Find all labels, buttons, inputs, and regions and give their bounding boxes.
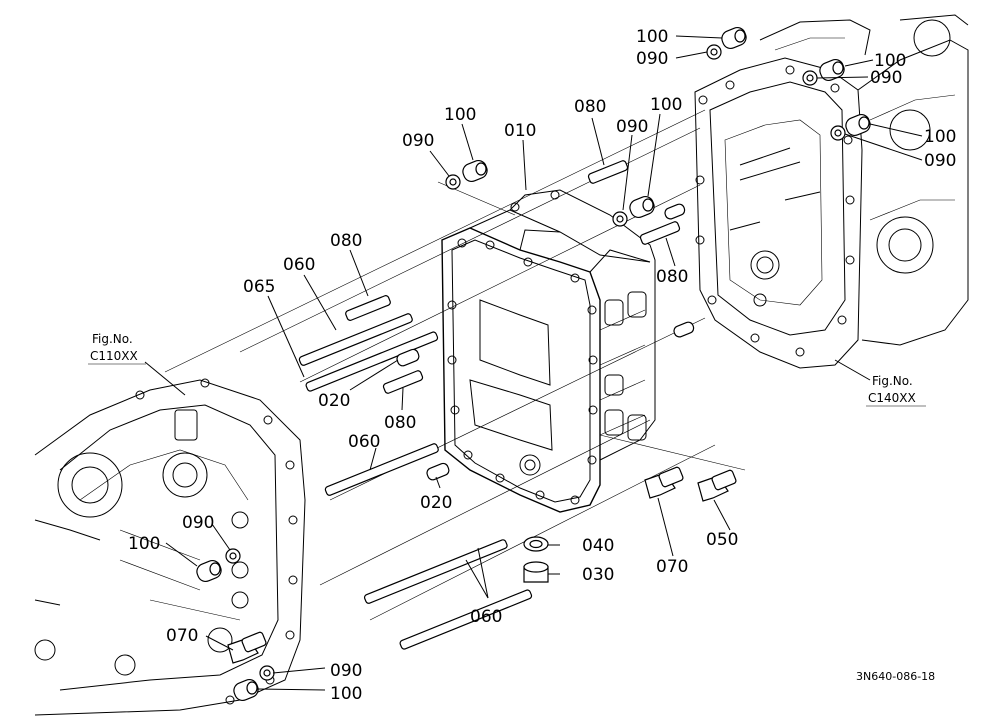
part-label-090: 090 <box>870 68 902 88</box>
part-label-060: 060 <box>470 607 502 627</box>
figure-ref-left: Fig.No. C110XX <box>88 332 146 365</box>
part-label-090: 090 <box>636 49 668 69</box>
sleeve-group <box>196 26 871 702</box>
figure-ref-right-line2: C140XX <box>868 391 916 405</box>
figure-ref-left-line1: Fig.No. <box>92 332 133 346</box>
figure-ref-right: Fig.No. C140XX <box>866 374 926 407</box>
part-label-080: 080 <box>574 97 606 117</box>
part-label-090: 090 <box>330 661 362 681</box>
part-label-030: 030 <box>582 565 614 585</box>
part-label-100: 100 <box>924 127 956 147</box>
part-label-020: 020 <box>318 391 350 411</box>
front-housing-drawing <box>34 378 306 716</box>
part-label-020: 020 <box>420 493 452 513</box>
part-label-100: 100 <box>874 51 906 71</box>
part-label-040: 040 <box>582 536 614 556</box>
part-label-100: 100 <box>636 27 668 47</box>
part-label-070: 070 <box>166 626 198 646</box>
rear-housing-drawing <box>694 14 969 369</box>
part-label-100: 100 <box>650 95 682 115</box>
fastener-drawings <box>196 26 871 702</box>
part-label-060: 060 <box>283 255 315 275</box>
part-label-090: 090 <box>182 513 214 533</box>
figure-ref-right-line1: Fig.No. <box>872 374 913 388</box>
drawing-code: 3N640-086-18 <box>856 670 935 683</box>
part-labels: 100 090 100 090 100 090 100 090 010 080 … <box>128 27 956 704</box>
part-label-080: 080 <box>384 413 416 433</box>
part-label-090: 090 <box>616 117 648 137</box>
mid-case-drawing <box>441 189 656 513</box>
part-label-090: 090 <box>924 151 956 171</box>
part-label-070: 070 <box>656 557 688 577</box>
part-label-100: 100 <box>330 684 362 704</box>
leader-lines <box>144 35 923 691</box>
part-label-010: 010 <box>504 121 536 141</box>
part-label-090: 090 <box>402 131 434 151</box>
part-label-050: 050 <box>706 530 738 550</box>
part-label-100: 100 <box>128 534 160 554</box>
part-label-060: 060 <box>348 432 380 452</box>
part-label-080: 080 <box>330 231 362 251</box>
part-label-080: 080 <box>656 267 688 287</box>
part-label-065: 065 <box>243 277 275 297</box>
figure-ref-left-line2: C110XX <box>90 349 138 363</box>
part-label-100: 100 <box>444 105 476 125</box>
